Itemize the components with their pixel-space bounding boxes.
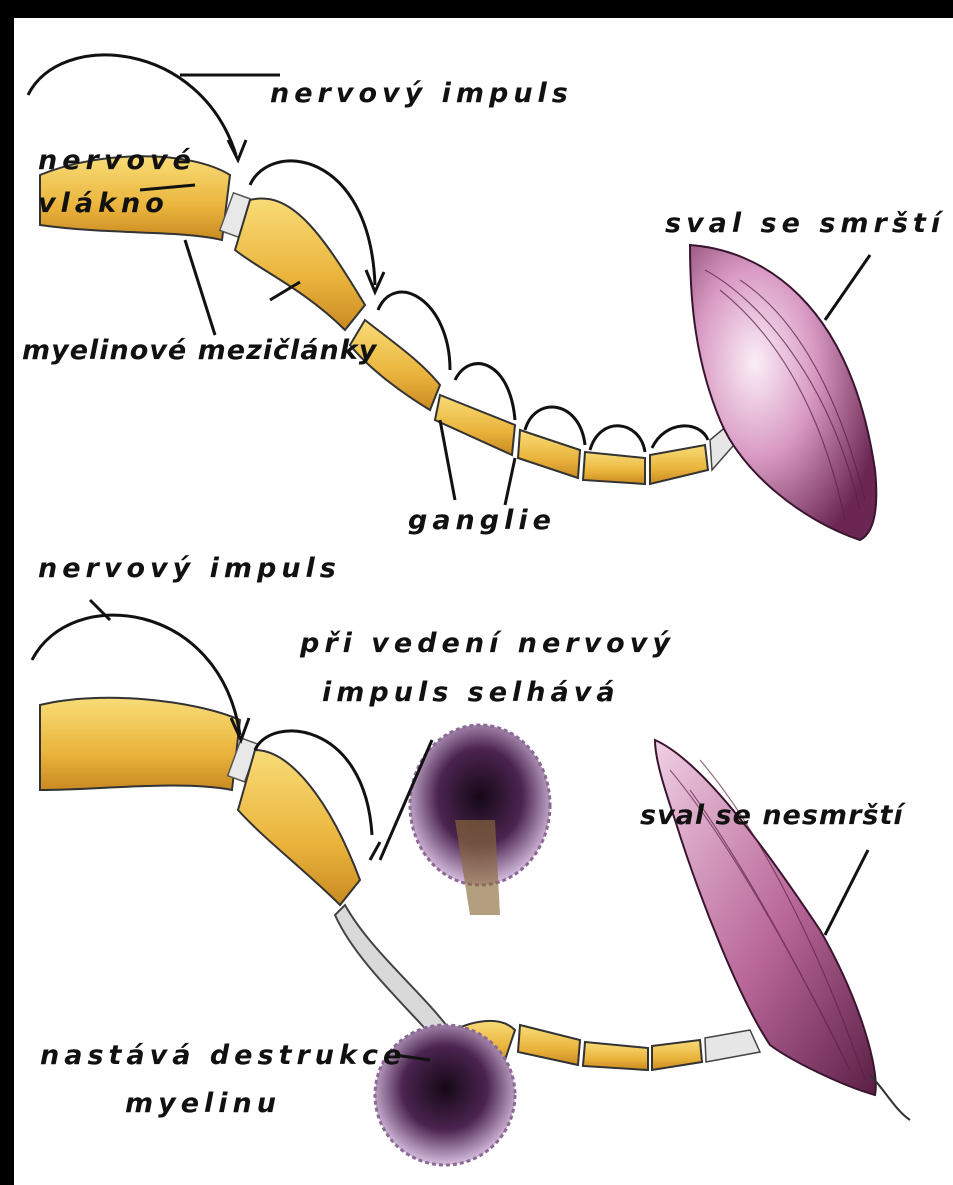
myelin-segment [650,445,708,484]
label-impulse-fails-line2: impuls selhává [322,677,620,708]
arrowhead [370,842,380,860]
myelin-segment [518,430,580,478]
impulse-arc [590,426,645,452]
label-muscle-not-contracts: sval se nesmrští [640,800,904,831]
contracted-muscle [690,245,876,540]
bottom-nerve-fiber [40,698,760,1070]
impulse-arc [28,55,236,155]
label-myelin-destruction-line2: myelinu [125,1088,281,1119]
myelin-segment [435,395,515,455]
label-nerve-fiber-line1: nervové [38,145,196,176]
leader-line [825,850,868,935]
label-ganglia: ganglie [408,505,556,536]
leader-line [505,458,515,505]
leader-line [185,240,215,335]
impulse-arc [652,426,708,448]
arrowhead [228,140,246,160]
myelin-segment [40,698,240,790]
myelin-segment [238,750,360,905]
label-nervous-impulse-bottom: nervový impuls [38,553,341,584]
demyelinated-axon [335,905,450,1045]
nerve-ending [705,1030,760,1062]
myelin-segment [652,1040,702,1070]
myelin-segment [235,198,365,330]
label-muscle-contracts: sval se smrští [665,208,945,239]
label-myelin-destruction-line1: nastává destrukce [40,1040,406,1071]
tendon-scribble [870,1075,910,1120]
myelin-damage-blobs [375,725,550,1165]
myelin-segment [583,452,645,484]
leader-line [825,255,870,320]
myelin-segment [583,1042,648,1070]
leader-line [440,420,455,500]
label-impulse-fails-line1: při vedení nervový [300,628,675,659]
myelin-segment [518,1025,580,1065]
label-myelin-segments: myelinové mezičlánky [22,335,377,366]
label-nerve-fiber-line2: vlákno [38,188,169,219]
label-nervous-impulse-top: nervový impuls [270,78,573,109]
